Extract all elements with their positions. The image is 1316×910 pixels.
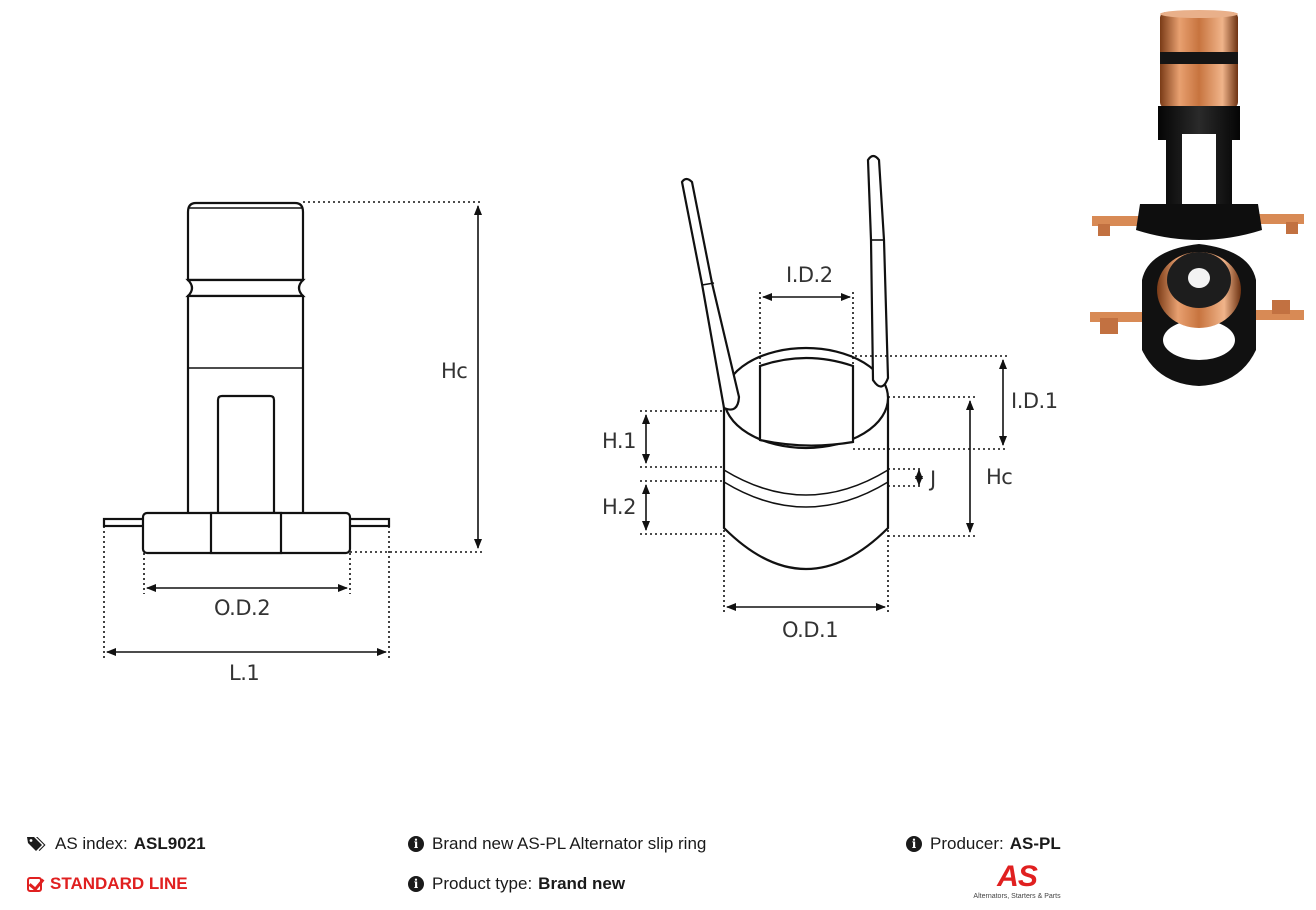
label-od1: O.D.1 xyxy=(782,618,838,642)
slip-ring-photo xyxy=(1090,10,1304,386)
standard-line-row: STANDARD LINE xyxy=(27,874,188,894)
label-h1: H.1 xyxy=(602,429,636,453)
label-left-hc: Hc xyxy=(441,359,467,383)
left-part-base-center xyxy=(209,511,283,555)
description-row: i Brand new AS-PL Alternator slip ring xyxy=(408,834,706,854)
ring-wire-left xyxy=(680,177,741,411)
left-part-slot xyxy=(216,394,276,514)
producer-row: i Producer: AS-PL xyxy=(906,834,1061,854)
ring-band-lower xyxy=(723,481,889,508)
right-dimensions: I.D.2 I.D.1 Hc J H.1 H.2 O.D.1 xyxy=(602,263,1058,642)
left-part-pin-right xyxy=(345,517,391,528)
product-type-row: i Product type: Brand new xyxy=(408,874,625,894)
description-value: Brand new AS-PL Alternator slip ring xyxy=(432,834,707,853)
ring-band-upper xyxy=(723,469,889,496)
standard-line-value: STANDARD LINE xyxy=(50,874,188,893)
info-icon: i xyxy=(906,836,922,852)
label-l1: L.1 xyxy=(229,661,259,685)
label-id2: I.D.2 xyxy=(786,263,833,287)
logo-tagline: Alternators, Starters & Parts xyxy=(973,893,1061,900)
info-icon: i xyxy=(408,876,424,892)
as-pl-logo: AS Alternators, Starters & Parts xyxy=(965,862,1069,906)
logo-mark: AS xyxy=(997,860,1038,893)
label-od2: O.D.2 xyxy=(214,596,270,620)
ring-wire-right xyxy=(866,154,890,388)
as-index-label: AS index: xyxy=(55,834,128,853)
checkbox-icon xyxy=(27,876,42,892)
label-j: J xyxy=(928,467,936,491)
ring-bore xyxy=(758,356,855,447)
producer-value: AS-PL xyxy=(1009,834,1061,853)
producer-label: Producer: xyxy=(930,834,1004,853)
left-part-cap xyxy=(186,201,305,282)
product-type-value: Brand new xyxy=(538,874,626,893)
label-id1: I.D.1 xyxy=(1011,389,1058,413)
label-right-hc: Hc xyxy=(986,465,1012,489)
left-dimensions: Hc O.D.2 L.1 xyxy=(103,201,483,685)
left-part-drawing xyxy=(102,201,391,555)
product-type-label: Product type: xyxy=(432,874,533,893)
as-index-value: ASL9021 xyxy=(133,834,206,853)
right-part-drawing xyxy=(680,154,890,570)
left-part-groove xyxy=(185,278,306,298)
label-h2: H.2 xyxy=(602,495,636,519)
tag-icon xyxy=(27,836,47,852)
left-part-pin-left xyxy=(102,517,148,528)
as-index-row: AS index: ASL9021 xyxy=(27,834,206,854)
info-icon: i xyxy=(408,836,424,852)
